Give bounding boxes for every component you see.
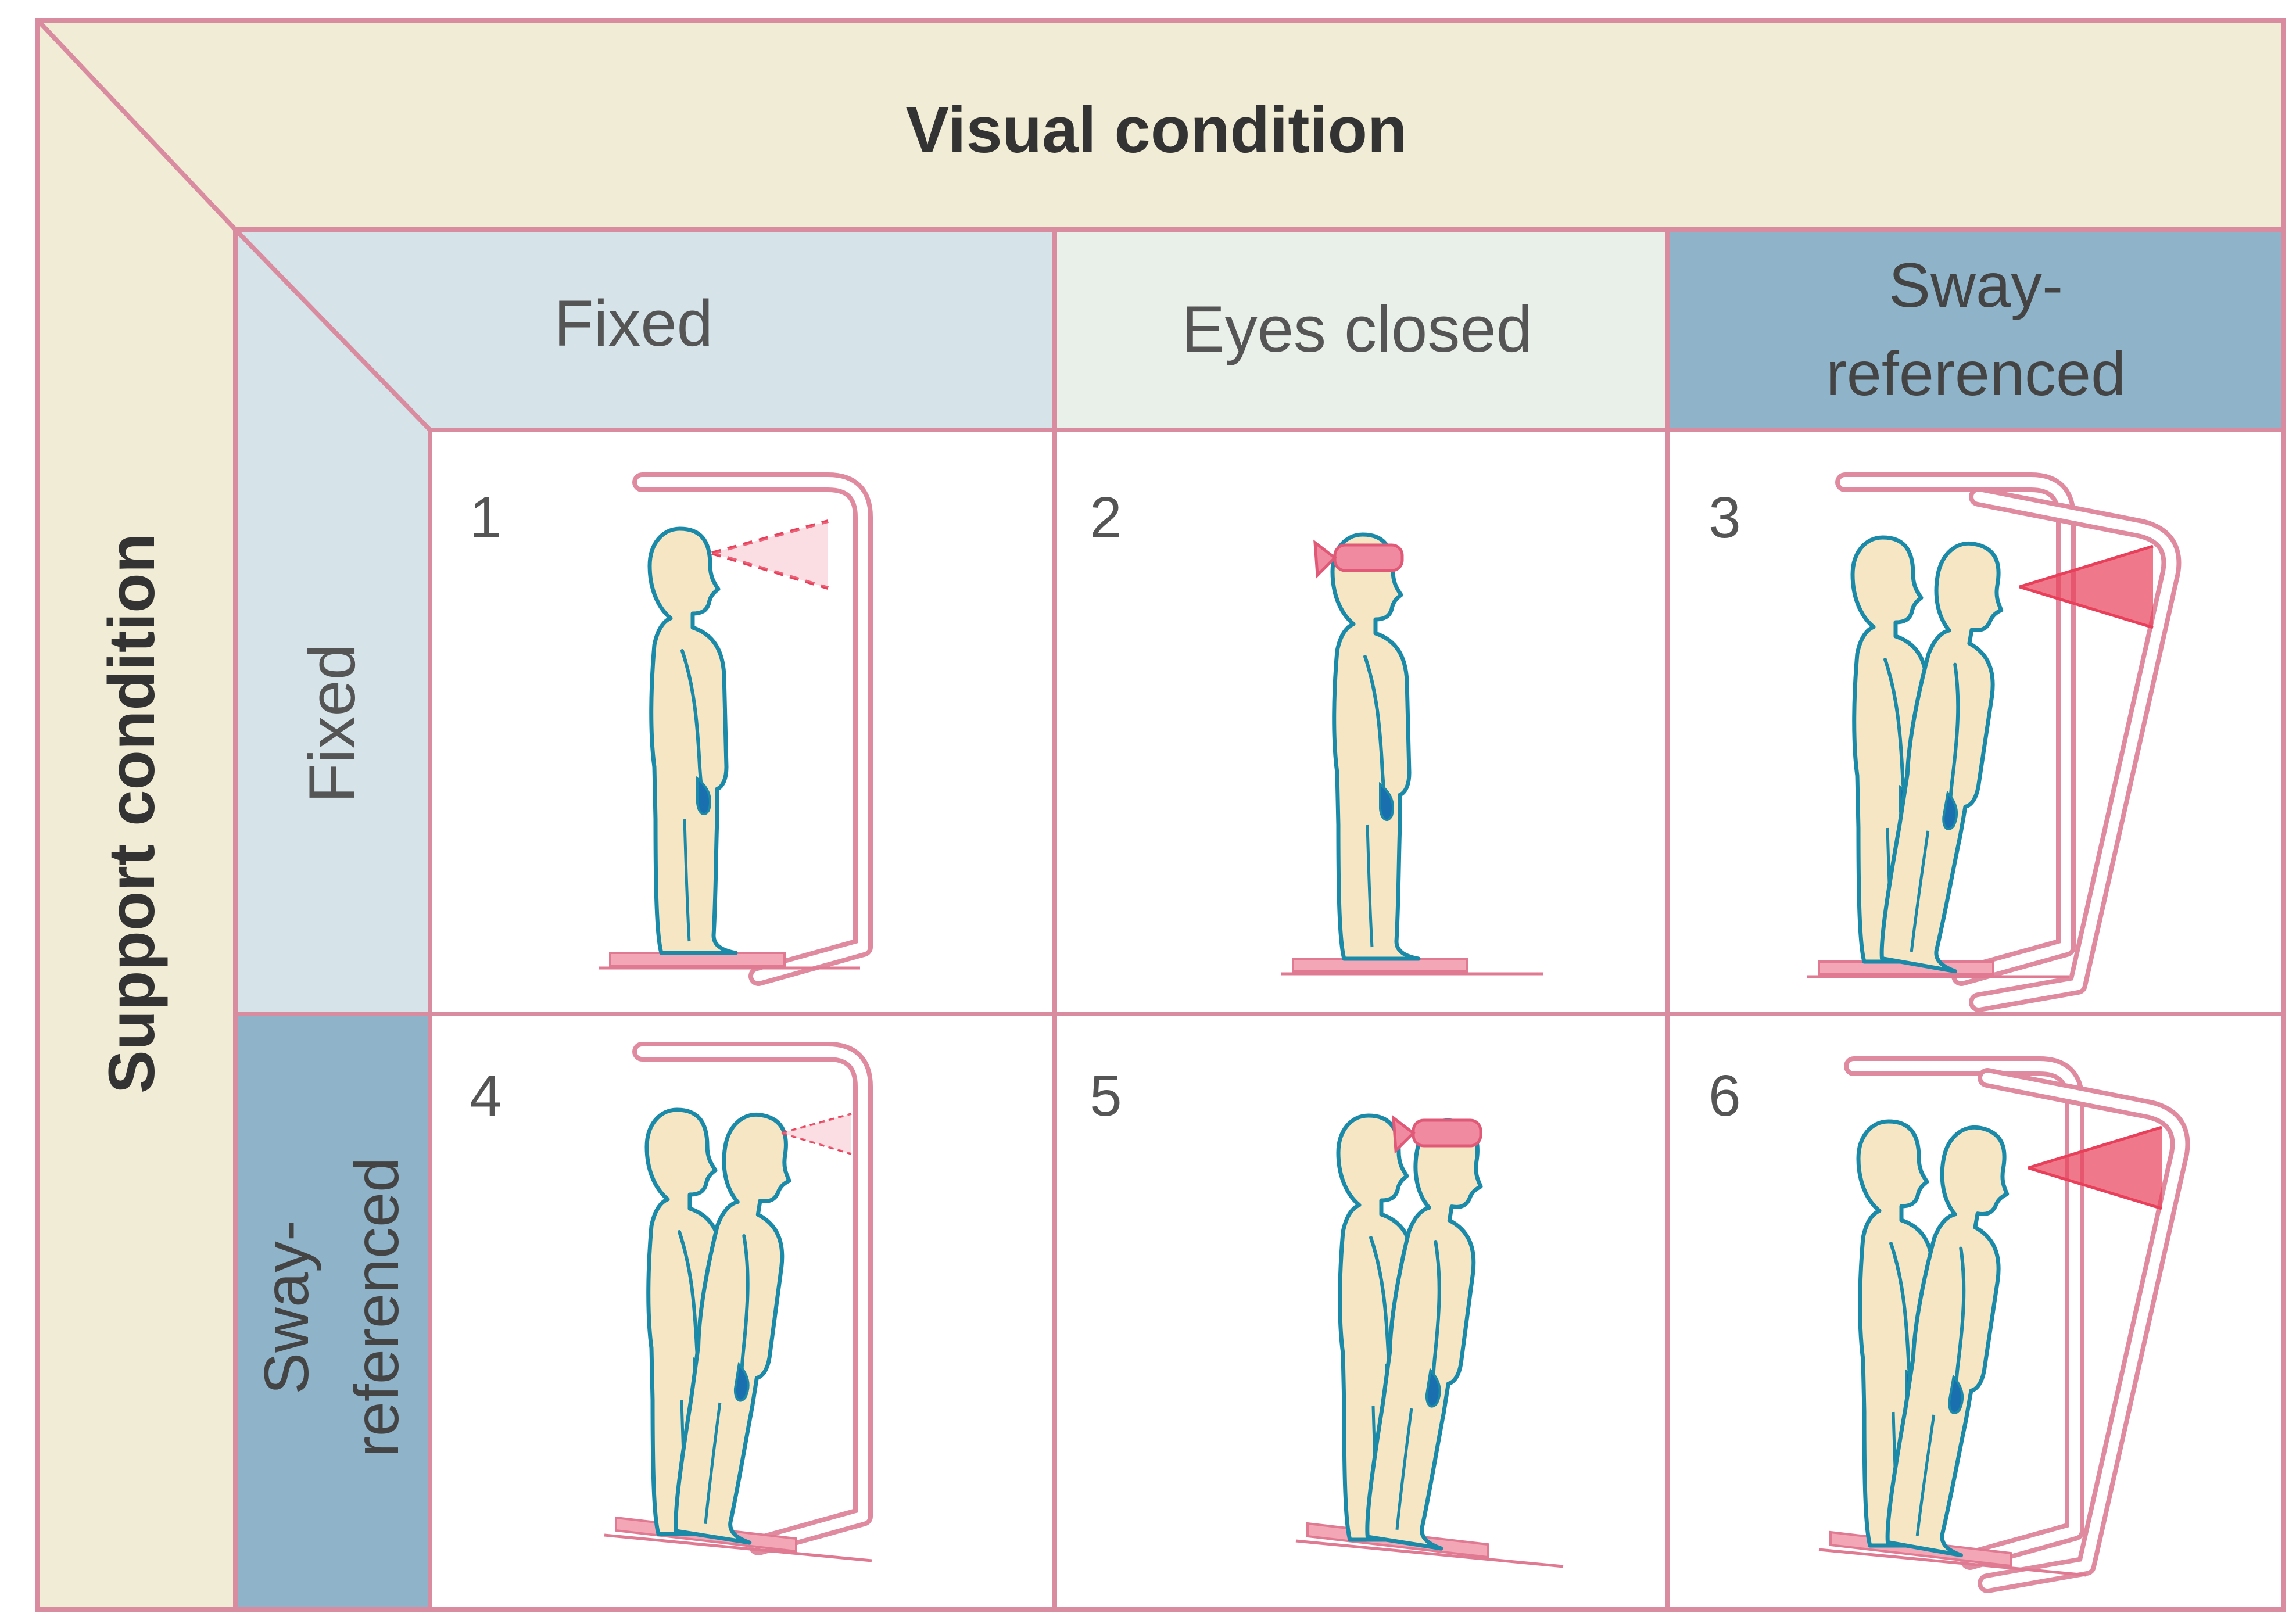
outer-diagonal — [36, 19, 237, 231]
row-label-sway-line2: referenced — [341, 1157, 411, 1457]
row-label-sway-line1: Sway- — [251, 1220, 321, 1394]
eyes-closed-header-bg — [1055, 230, 1668, 430]
column-label-sway-line1: Sway- — [1889, 250, 2063, 320]
column-label-sway-line2: referenced — [1826, 338, 2126, 408]
outer-border — [35, 18, 2286, 1612]
sway-visual-header-bg — [1668, 230, 2284, 430]
column-label-eyes-closed: Eyes closed — [1181, 293, 1532, 365]
cell-number-4: 4 — [470, 1063, 502, 1128]
cell-number-6: 6 — [1708, 1063, 1741, 1128]
inner-diagonal — [234, 228, 432, 432]
visual-condition-title: Visual condition — [906, 94, 1407, 166]
sway-support-header-bg — [235, 1014, 430, 1609]
support-condition-title: Support condition — [95, 533, 168, 1094]
cell-number-2: 2 — [1090, 485, 1122, 550]
cell-number-5: 5 — [1090, 1063, 1122, 1128]
column-label-fixed: Fixed — [554, 287, 713, 360]
cell-number-1: 1 — [470, 485, 502, 550]
row-label-fixed: Fixed — [296, 644, 368, 803]
grid-lines — [35, 18, 2286, 1612]
cell-number-3: 3 — [1708, 485, 1741, 550]
